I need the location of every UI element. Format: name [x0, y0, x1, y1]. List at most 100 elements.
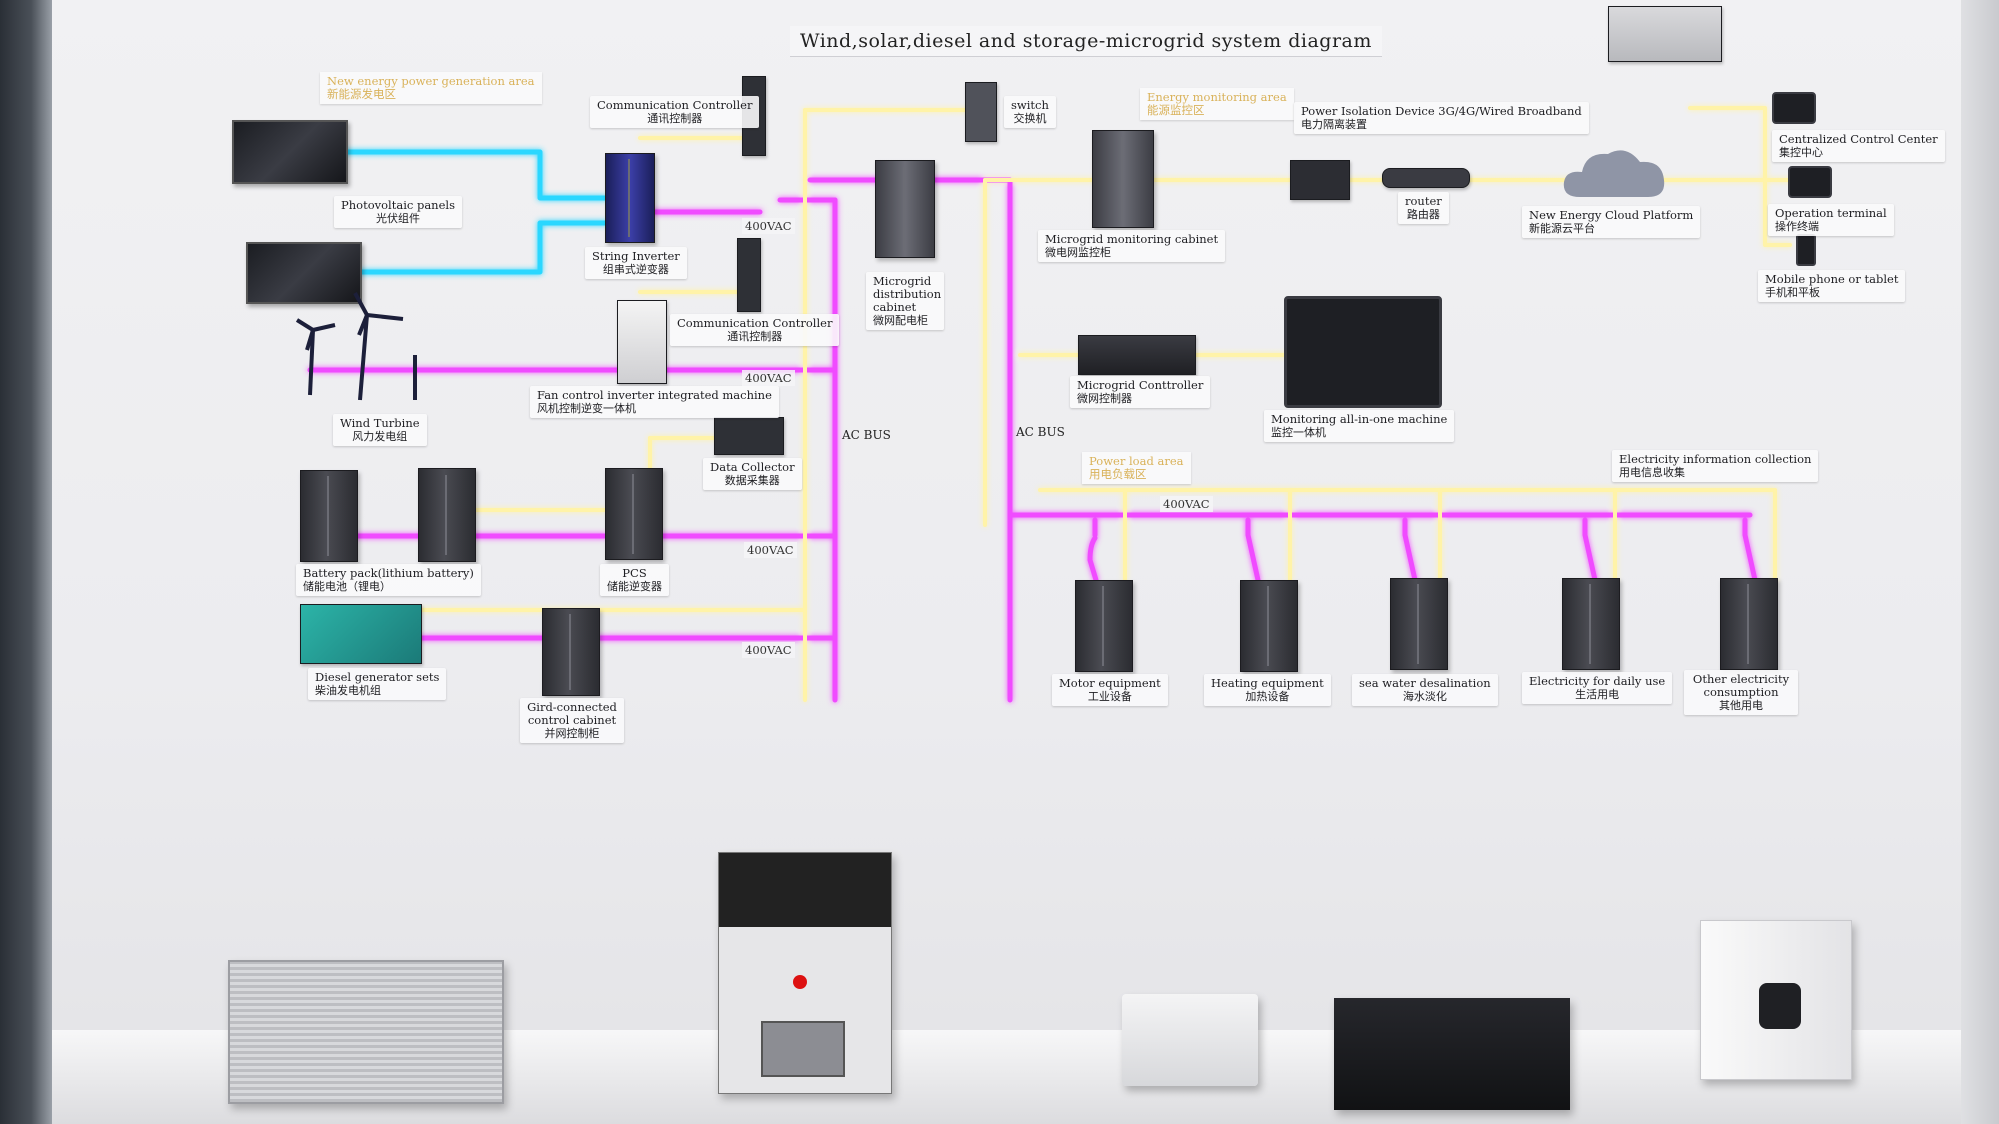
operation-terminal-screen [1788, 166, 1832, 198]
label-comm-ctrl-1-en: Communication Controller [597, 98, 753, 112]
label-other-en: Other electricity consumption [1692, 672, 1790, 699]
label-pcs-en: PCS [622, 566, 647, 580]
voltage-label: 400VAC [742, 370, 795, 386]
label-isolation: Power Isolation Device 3G/4G/Wired Broad… [1294, 102, 1589, 134]
label-pv-zh: 光伏组件 [375, 212, 420, 225]
label-data-collector-zh: 数据采集器 [724, 474, 780, 487]
load-cabinet-motor [1075, 580, 1133, 672]
comm-controller-2 [737, 238, 761, 312]
label-fan-inverter-en: Fan control inverter integrated machine [537, 388, 772, 402]
voltage-label: 400VAC [1160, 496, 1213, 512]
area-new-energy-zh: 新能源发电区 [327, 87, 396, 101]
voltage-label: 400VAC [744, 542, 797, 558]
product-wallbox-display [1759, 983, 1801, 1029]
label-other-zh: 其他用电 [1719, 699, 1763, 712]
product-inverter-unit [718, 852, 892, 1094]
load-cabinet-heating [1240, 580, 1298, 672]
product-string-inverter [1122, 994, 1258, 1086]
label-motor-zh: 工业设备 [1087, 690, 1132, 703]
label-micro-dist-en: Microgrid distribution cabinet [873, 274, 942, 314]
pcs-cabinet [605, 468, 663, 560]
micro-mon-cabinet [1092, 130, 1154, 228]
ac-lines [307, 177, 1758, 703]
label-diesel-en: Diesel generator sets [315, 670, 440, 684]
label-wind-en: Wind Turbine [340, 416, 420, 430]
monitor-aio-screen [1284, 296, 1442, 408]
label-daily-zh: 生活用电 [1575, 688, 1620, 701]
label-monitor-aio-en: Monitoring all-in-one machine [1271, 412, 1448, 426]
wall-controller-box [1608, 6, 1722, 62]
load-cabinet-other [1720, 578, 1778, 670]
micro-controller-device [1078, 335, 1196, 375]
micro-dist-cabinet [875, 160, 935, 258]
wall-edge [1961, 0, 1999, 1124]
label-micro-mon-zh: 微电网监控柜 [1045, 246, 1111, 259]
dc-lines [337, 149, 608, 275]
area-energy-monitoring-zh: 能源监控区 [1147, 103, 1205, 117]
pv-panel-1 [232, 120, 348, 184]
product-wallbox [1700, 920, 1852, 1080]
label-grid-cabinet-zh: 并网控制柜 [544, 727, 600, 740]
pv-panel-2 [246, 242, 362, 304]
label-isolation-en: Power Isolation Device 3G/4G/Wired Broad… [1301, 104, 1582, 118]
label-motor-en: Motor equipment [1059, 676, 1161, 690]
label-pv-en: Photovoltaic panels [341, 198, 455, 212]
label-comm-ctrl-1-zh: 通讯控制器 [647, 112, 703, 125]
label-battery-en: Battery pack(lithium battery) [303, 566, 474, 580]
ac-bus-label: AC BUS [1016, 425, 1065, 439]
area-energy-monitoring-en: Energy monitoring area [1147, 90, 1287, 104]
label-comm-ctrl-2-en: Communication Controller [677, 316, 833, 330]
label-elec-info-en: Electricity information collection [1619, 452, 1812, 466]
label-daily-en: Electricity for daily use [1529, 674, 1666, 688]
label-mobile-en: Mobile phone or tablet [1765, 272, 1899, 286]
area-power-load: Power load area 用电负载区 [1082, 452, 1191, 484]
voltage-label: 400VAC [742, 642, 795, 658]
product-outdoor-cabinet [228, 960, 504, 1104]
load-cabinet-desal [1390, 578, 1448, 670]
label-heating-en: Heating equipment [1211, 676, 1324, 690]
area-energy-monitoring: Energy monitoring area 能源监控区 [1140, 88, 1294, 120]
label-battery-zh: 储能电池（锂电） [303, 580, 391, 593]
label-elec-info-zh: 用电信息收集 [1619, 466, 1685, 479]
data-collector-device [714, 417, 784, 455]
area-power-load-en: Power load area [1089, 454, 1184, 468]
label-cloud-zh: 新能源云平台 [1529, 222, 1595, 235]
product-battery-module [1334, 998, 1570, 1110]
label-grid-cabinet-en: Gird-connected control cabinet [527, 700, 617, 727]
diagram-title: Wind,solar,diesel and storage-microgrid … [790, 26, 1382, 57]
label-micro-mon-en: Microgrid monitoring cabinet [1045, 232, 1219, 246]
grid-cabinet [542, 608, 600, 696]
label-diesel-zh: 柴油发电机组 [315, 684, 381, 697]
label-fan-inverter-zh: 风机控制逆变一体机 [537, 402, 636, 415]
label-pcs-zh: 储能逆变器 [607, 580, 662, 593]
area-power-load-zh: 用电负载区 [1089, 467, 1147, 481]
mobile-device [1796, 234, 1816, 266]
label-micro-dist-zh: 微网配电柜 [873, 314, 928, 327]
label-micro-ctrl-zh: 微网控制器 [1077, 392, 1132, 405]
label-micro-ctrl-en: Microgrid Conttroller [1077, 378, 1204, 392]
label-data-collector-en: Data Collector [710, 460, 795, 474]
